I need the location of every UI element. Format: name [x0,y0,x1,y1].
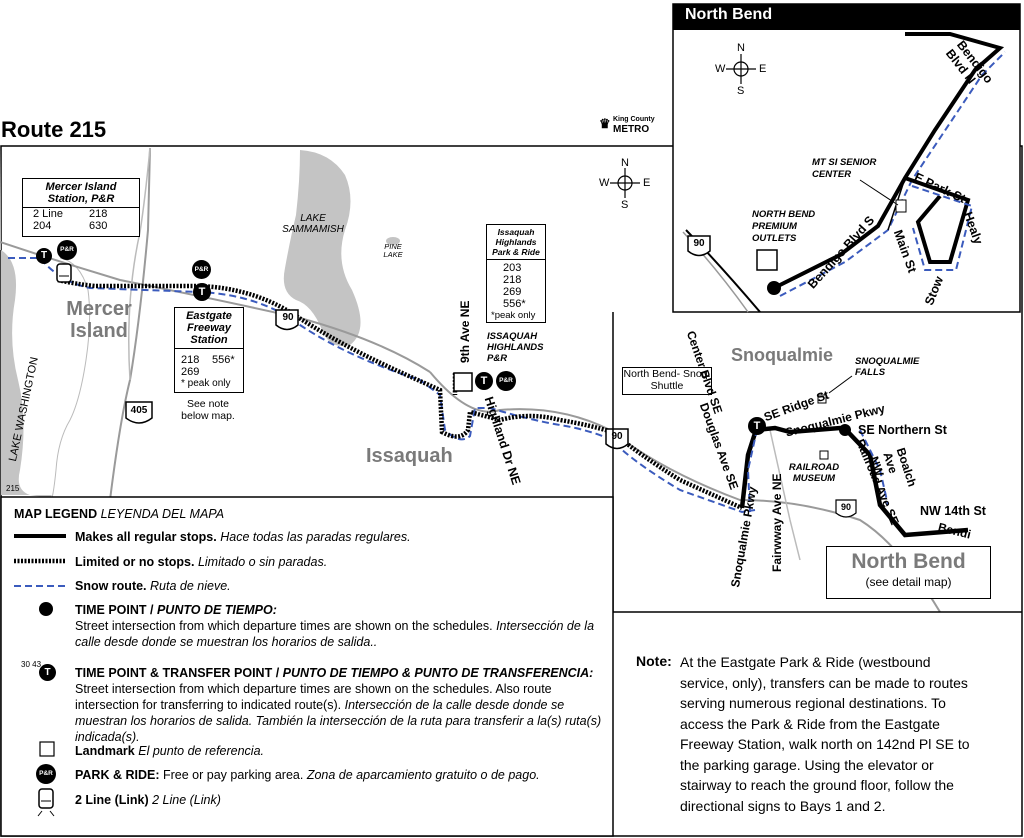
legend-transfer-routes-sample: 30 43 [21,660,42,669]
inset-compass-e: E [759,63,767,75]
legend-park-ride-icon: P&R [36,764,56,784]
compass-e: E [643,177,651,189]
railroad-museum-label: RAILROAD MUSEUM [788,462,840,484]
lake-washington-water [1,250,52,498]
transfer-point-mercer: T [36,248,52,264]
link-train-icon [56,263,72,283]
legend-title: MAP LEGEND LEYENDA DEL MAPA [14,507,225,521]
pine-lake-label: PINE LAKE [383,242,403,259]
inset-senior-center: MT SI SENIOR CENTER [812,157,877,180]
street-se-northern: SE Northern St [858,423,947,437]
legend-transfer-icon: T [39,664,56,681]
shuttle-box: North Bend- Snoq. Shuttle [622,367,712,395]
transfer-point-issaquah: T [475,372,493,390]
railroad-museum-landmark [819,450,829,460]
park-ride-eastgate: P&R [192,260,211,279]
transfer-point-eastgate: T [193,283,211,301]
inset-premium-outlets: NORTH BEND PREMIUM OUTLETS [752,209,816,244]
legend-landmark: Landmark El punto de referencia. [75,744,265,758]
i90-shield-west [275,309,299,331]
issaquah-highlands-label: ISSAQUAH HIGHLANDS P&R [487,331,544,364]
compass-inset [726,54,756,84]
legend-snow-route: Snow route. Ruta de nieve. [75,579,231,593]
lake-sammamish-label: LAKE SAMMAMISH [282,213,344,235]
street-fairwway-ave: Fairwway Ave NE [770,473,784,572]
route-title: Route 215 [1,117,107,142]
lake-sammamish-water [283,150,361,346]
street-9th-ave: 9th Ave NE [458,300,472,363]
inset-compass-n: N [737,42,745,54]
park-ride-mercer: P&R [57,240,77,260]
note-label: Note: [636,653,672,669]
i90-shield-east [835,499,857,518]
compass-n: N [621,157,629,169]
mercer-island-label: Mercer Island [66,298,132,342]
compass-main [610,168,640,198]
transfer-point-snoqualmie: T [748,417,766,435]
note-text: At the Eastgate Park & Ride (westbound s… [680,654,970,814]
i90-east-label: 90 [840,502,851,512]
legend-transfer-point: TIME POINT & TRANSFER POINT / PUNTO DE T… [75,666,602,744]
legend-limited-stops: Limited or no stops. Limitado o sin para… [75,555,328,569]
north-bend-detail-box: North Bend (see detail map) [826,546,991,599]
i405-shield [125,401,153,424]
street-nw-14th: NW 14th St [920,504,986,518]
i90-west-label: 90 [282,312,294,323]
snoqualmie-falls-label: SNOQUALMIE FALLS [855,356,920,378]
snoqualmie-falls-landmark [817,394,827,404]
inset-title: North Bend [685,6,773,23]
time-point-se-northern [839,424,851,436]
map-id: 215 [6,484,20,493]
i90-shield-mid [605,428,629,450]
compass-s: S [621,199,629,211]
issaquah-label: Issaquah [366,445,453,467]
park-ride-issaquah: P&R [496,371,516,391]
i90-mid-label: 90 [611,431,623,442]
inset-compass-w: W [715,63,726,75]
snoqualmie-label: Snoqualmie [731,345,834,365]
legend-2-line: 2 Line (Link) 2 Line (Link) [75,793,221,807]
i405-label: 405 [130,405,148,416]
inset-compass-s: S [737,85,745,97]
issaquah-highlands-box: Issaquah Highlands Park & Ride 203 218 2… [486,224,546,323]
inset-i90-label: 90 [693,238,705,249]
mercer-island-station-box: Mercer Island Station, P&R 2 Line 218 20… [22,178,140,237]
inset-frame [672,3,1021,313]
legend-time-point: TIME POINT / PUNTO DE TIEMPO:Street inte… [75,603,595,649]
see-note-text: See note below map. [181,398,235,422]
legend-regular-stops: Makes all regular stops. Hace todas las … [75,530,411,544]
eastgate-station-box: Eastgate Freeway Station 218 556* 269 * … [174,307,244,393]
compass-w: W [599,177,610,189]
legend-park-ride: PARK & RIDE: Free or pay parking area. Z… [75,768,540,782]
